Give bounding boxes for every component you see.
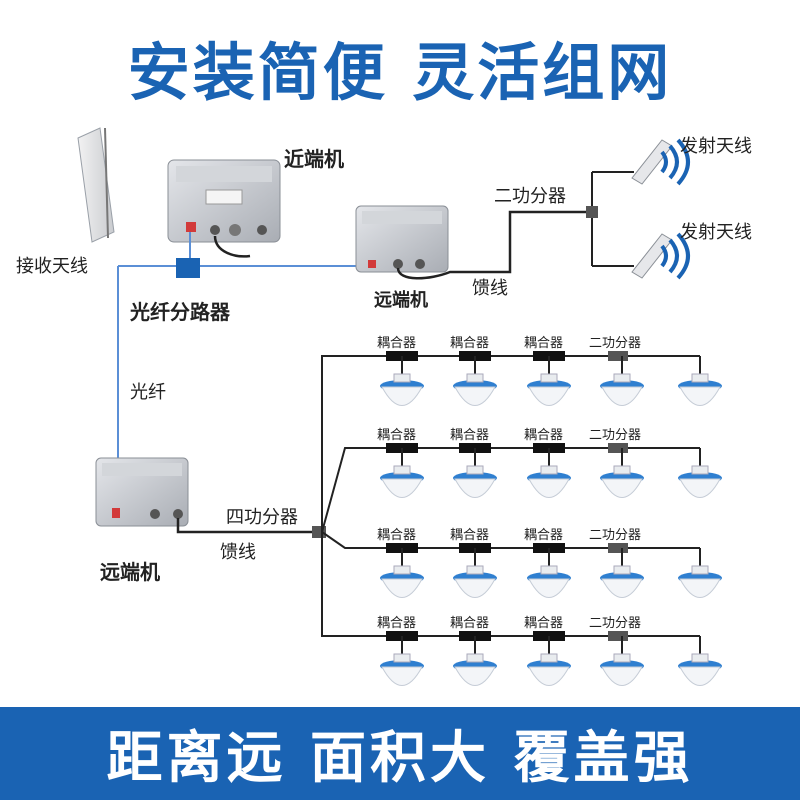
branch-rows bbox=[386, 351, 628, 641]
ceiling-antenna-icon bbox=[527, 636, 571, 686]
fiber-splitter-icon bbox=[176, 258, 200, 278]
receive-antenna-label: 接收天线 bbox=[16, 256, 88, 277]
remote-unit-top-label: 远端机 bbox=[374, 290, 428, 311]
footer-banner bbox=[0, 707, 800, 800]
coupler-label: 耦合器 bbox=[524, 336, 564, 351]
ceiling-antenna-icon bbox=[527, 448, 571, 498]
coupler-label: 耦合器 bbox=[524, 428, 564, 443]
ceiling-antenna-icon bbox=[678, 356, 722, 406]
remote-unit-bottom-icon bbox=[95, 457, 189, 527]
ceiling-antenna-icon bbox=[453, 448, 497, 498]
coupler-label: 耦合器 bbox=[524, 616, 564, 631]
feeder-top-label: 馈线 bbox=[472, 278, 508, 299]
coupler-label: 耦合器 bbox=[450, 336, 490, 351]
ceiling-antenna-icon bbox=[600, 448, 644, 498]
coupler-label: 耦合器 bbox=[377, 336, 417, 351]
ceiling-antenna-icon bbox=[527, 548, 571, 598]
page-title: 安装简便 灵活组网 bbox=[127, 36, 673, 109]
four-way-splitter-icon bbox=[312, 355, 700, 637]
coupler-label: 耦合器 bbox=[450, 428, 490, 443]
ceiling-antenna-icon bbox=[453, 636, 497, 686]
fiber-splitter-label: 光纤分路器 bbox=[130, 300, 230, 324]
ceiling-antenna-icon bbox=[527, 356, 571, 406]
ceiling-antenna-icon bbox=[380, 448, 424, 498]
ceiling-antenna-icon bbox=[600, 636, 644, 686]
ceiling-antenna-icon bbox=[380, 636, 424, 686]
ceiling-antenna-icon bbox=[678, 636, 722, 686]
footer-slogan: 距离远 面积大 覆盖强 bbox=[106, 726, 694, 791]
transmit-antenna-1-icon bbox=[631, 138, 690, 186]
ceiling-antennas bbox=[380, 356, 722, 686]
feeder-bottom-label: 馈线 bbox=[220, 542, 256, 563]
ceiling-antenna-icon bbox=[453, 356, 497, 406]
coupler-label: 耦合器 bbox=[377, 616, 417, 631]
ceiling-antenna-icon bbox=[600, 548, 644, 598]
coupler-label: 耦合器 bbox=[377, 528, 417, 543]
coupler-label: 耦合器 bbox=[450, 528, 490, 543]
transmit-antenna-2-icon bbox=[631, 232, 690, 280]
coupler-label: 耦合器 bbox=[377, 428, 417, 443]
ceiling-antenna-icon bbox=[600, 356, 644, 406]
remote-unit-bottom-label: 远端机 bbox=[100, 560, 160, 584]
transmit-antenna-2-label: 发射天线 bbox=[680, 222, 752, 243]
receive-antenna-icon bbox=[77, 127, 115, 243]
fiber-label: 光纤 bbox=[130, 382, 166, 403]
ceiling-antenna-icon bbox=[380, 548, 424, 598]
ceiling-antenna-icon bbox=[678, 548, 722, 598]
two-way-splitter-label: 二功分器 bbox=[589, 336, 642, 351]
coupler-label: 耦合器 bbox=[524, 528, 564, 543]
two-way-splitter-top-label: 二功分器 bbox=[494, 186, 566, 207]
remote-unit-top-icon bbox=[355, 205, 449, 273]
near-end-unit-label: 近端机 bbox=[284, 147, 344, 171]
top-two-way-splitter-icon bbox=[586, 171, 634, 267]
two-way-splitter-label: 二功分器 bbox=[589, 528, 642, 543]
two-way-splitter-label: 二功分器 bbox=[589, 428, 642, 443]
ceiling-antenna-icon bbox=[380, 356, 424, 406]
ceiling-antenna-icon bbox=[678, 448, 722, 498]
coupler-label: 耦合器 bbox=[450, 616, 490, 631]
four-way-splitter-label: 四功分器 bbox=[226, 507, 298, 528]
transmit-antenna-1-label: 发射天线 bbox=[680, 136, 752, 157]
near-end-unit-icon bbox=[167, 159, 281, 243]
two-way-splitter-label: 二功分器 bbox=[589, 616, 642, 631]
ceiling-antenna-icon bbox=[453, 548, 497, 598]
